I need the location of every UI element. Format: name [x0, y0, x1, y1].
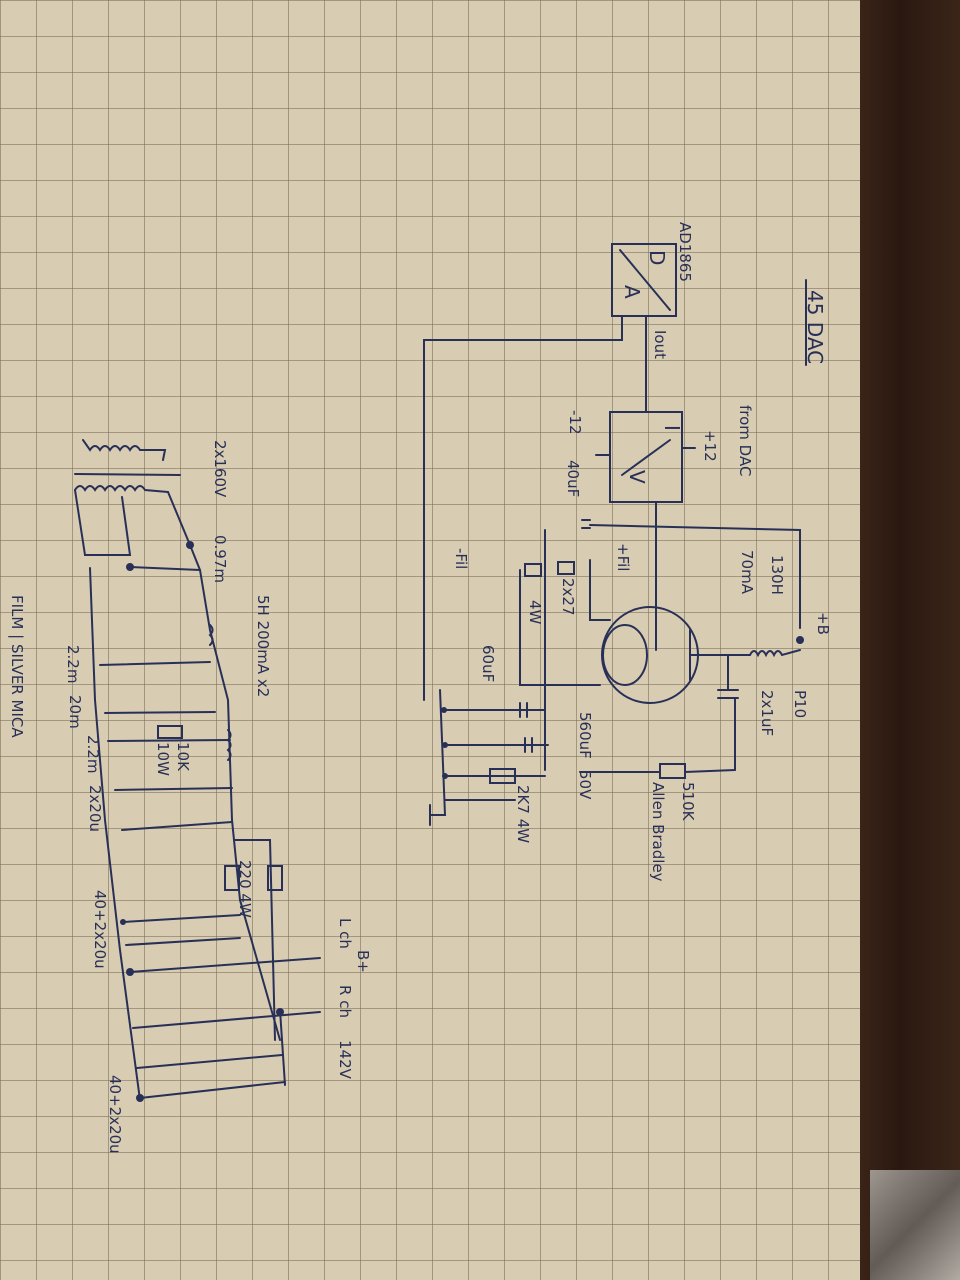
dac-block: [611, 243, 677, 317]
resistor-10k-icon: [157, 725, 183, 739]
fil-neg-label: -Fil: [452, 548, 470, 569]
wooden-table: [860, 0, 960, 1280]
grid-resistor-brand: Allen Bradley: [649, 782, 667, 882]
psu-choke-label: 5H 200mA x2: [254, 595, 272, 697]
psu-dropper-label: 220 4W: [236, 860, 254, 918]
choke-current-label: 70mA: [738, 550, 756, 595]
plastic-bag: [870, 1170, 960, 1280]
r-ch-output: [132, 1011, 321, 1029]
transformer-label: 2x160V: [211, 440, 229, 498]
psu-cap7-label: 40+2x20u: [106, 1075, 124, 1154]
psu-ground-rail: [89, 567, 141, 1101]
psu-cap6-label: 40+2x20u: [91, 890, 109, 969]
dac-box-a: A: [620, 285, 644, 299]
cathode-voltage-label: 50V: [576, 770, 594, 800]
choke-130h-label: 130H: [768, 555, 786, 595]
psu-resistor-label: 10K: [174, 742, 192, 772]
choke-5h-1-icon: [208, 624, 214, 646]
fil-resistor-label: 2x27: [559, 578, 577, 616]
cathode-resistor-label: 2K7 4W: [514, 785, 532, 843]
voltage-label: 142V: [336, 1040, 354, 1080]
minus12-label: -12: [566, 410, 584, 435]
b-plus-label: +B: [814, 612, 832, 635]
plus12-label: +12: [701, 430, 719, 462]
from-dac-label: from DAC: [736, 405, 754, 476]
psu-cap1-label: 0.97m: [211, 535, 229, 583]
psu-resistor-power-label: 10W: [154, 742, 172, 776]
grid-resistor-label: 510K: [679, 782, 697, 822]
cathode-cap-label: 560uF: [576, 712, 594, 759]
iv-box-v: V: [625, 470, 649, 484]
ground-icon: [429, 689, 447, 816]
fil-power-label: 4W: [526, 600, 544, 625]
page-title: 45 DAC: [803, 290, 827, 364]
resistor-2x27-icon: [557, 561, 575, 575]
iv-box-i: I: [660, 425, 684, 431]
fil-wire: [589, 559, 611, 621]
capacitor-40uf: [581, 519, 801, 629]
coupling-cap-label: 2x1uF: [758, 690, 776, 736]
fil-cap-label: 60uF: [479, 645, 497, 682]
l-ch-label: L ch: [336, 918, 354, 949]
dac-chip-label: AD1865: [676, 222, 694, 282]
resistor-510k-icon: [659, 763, 686, 779]
iout-label: Iout: [651, 330, 669, 359]
resistor-220-icon: [224, 865, 240, 891]
iv-block: [595, 411, 696, 503]
fil-pos-label: +Fil: [614, 543, 632, 571]
r-ch-label: R ch: [336, 985, 354, 1018]
psu-cap4-label: 2.2m: [84, 735, 102, 773]
dac-ground-wire: [423, 315, 623, 701]
l-ch-output: [129, 957, 321, 973]
psu-cap3-label: 20m: [66, 695, 84, 729]
psu-cap5-label: 2x20u: [86, 785, 104, 832]
psu-cap2-label: 2.2m: [64, 645, 82, 683]
transformer-icon: [74, 439, 181, 493]
resistor-2k7-icon: [489, 768, 516, 784]
tube-label: P10: [791, 690, 809, 718]
cap-type-note: FILM | SILVER MICA: [8, 595, 26, 738]
dac-box-d: D: [645, 250, 669, 265]
choke-130h-icon: [704, 649, 801, 658]
choke-5h-2-icon: [226, 729, 232, 761]
tube-p10: [601, 606, 706, 704]
b-plus-out-label: B+: [354, 950, 372, 973]
cap-40uf-label: 40uF: [564, 460, 582, 497]
